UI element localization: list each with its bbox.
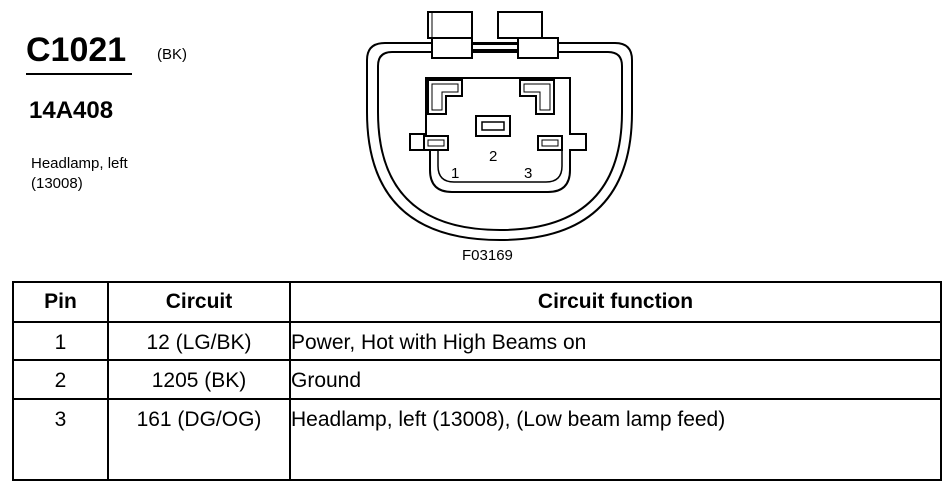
table-row: 1 12 (LG/BK) Power, Hot with High Beams … xyxy=(12,320,942,362)
right-key xyxy=(519,79,555,115)
connector-housing-inner xyxy=(377,51,623,232)
cell-pin: 3 xyxy=(12,397,109,482)
cell-circuit: 12 (LG/BK) xyxy=(107,320,291,362)
pin-label-3: 3 xyxy=(524,165,532,182)
cell-function: Ground xyxy=(289,359,942,400)
connector-description-code: (13008) xyxy=(31,175,83,192)
table-row: 2 1205 (BK) Ground xyxy=(12,359,942,400)
header-circuit-function: Circuit function xyxy=(289,281,942,323)
left-key xyxy=(427,79,463,115)
cell-function: Power, Hot with High Beams on xyxy=(289,320,942,362)
cell-pin: 1 xyxy=(12,320,109,362)
pin-label-1: 1 xyxy=(451,165,459,182)
table-row: 3 161 (DG/OG) Headlamp, left (13008), (L… xyxy=(12,397,942,482)
figure-code: F03169 xyxy=(462,247,513,264)
terminal-cavity xyxy=(409,77,587,193)
cell-function: Headlamp, left (13008), (Low beam lamp f… xyxy=(289,397,942,482)
connector-face-diagram: 2 1 3 xyxy=(366,11,633,242)
cell-circuit: 161 (DG/OG) xyxy=(107,397,291,482)
part-number: 14A408 xyxy=(29,97,114,124)
left-latch xyxy=(427,11,473,59)
pin-label-2: 2 xyxy=(489,148,497,165)
connector-id: C1021 xyxy=(26,31,127,69)
header-pin: Pin xyxy=(12,281,109,323)
connector-id-underline xyxy=(26,73,132,75)
cell-pin: 2 xyxy=(12,359,109,400)
connector-description: Headlamp, left xyxy=(31,155,128,172)
connector-color: (BK) xyxy=(157,46,187,63)
cell-circuit: 1205 (BK) xyxy=(107,359,291,400)
header-circuit: Circuit xyxy=(107,281,291,323)
right-latch xyxy=(497,11,559,59)
table-header-row: Pin Circuit Circuit function xyxy=(12,281,942,323)
pin-assignment-table: Pin Circuit Circuit function 1 12 (LG/BK… xyxy=(12,281,942,482)
connector-housing-outer xyxy=(366,42,633,242)
